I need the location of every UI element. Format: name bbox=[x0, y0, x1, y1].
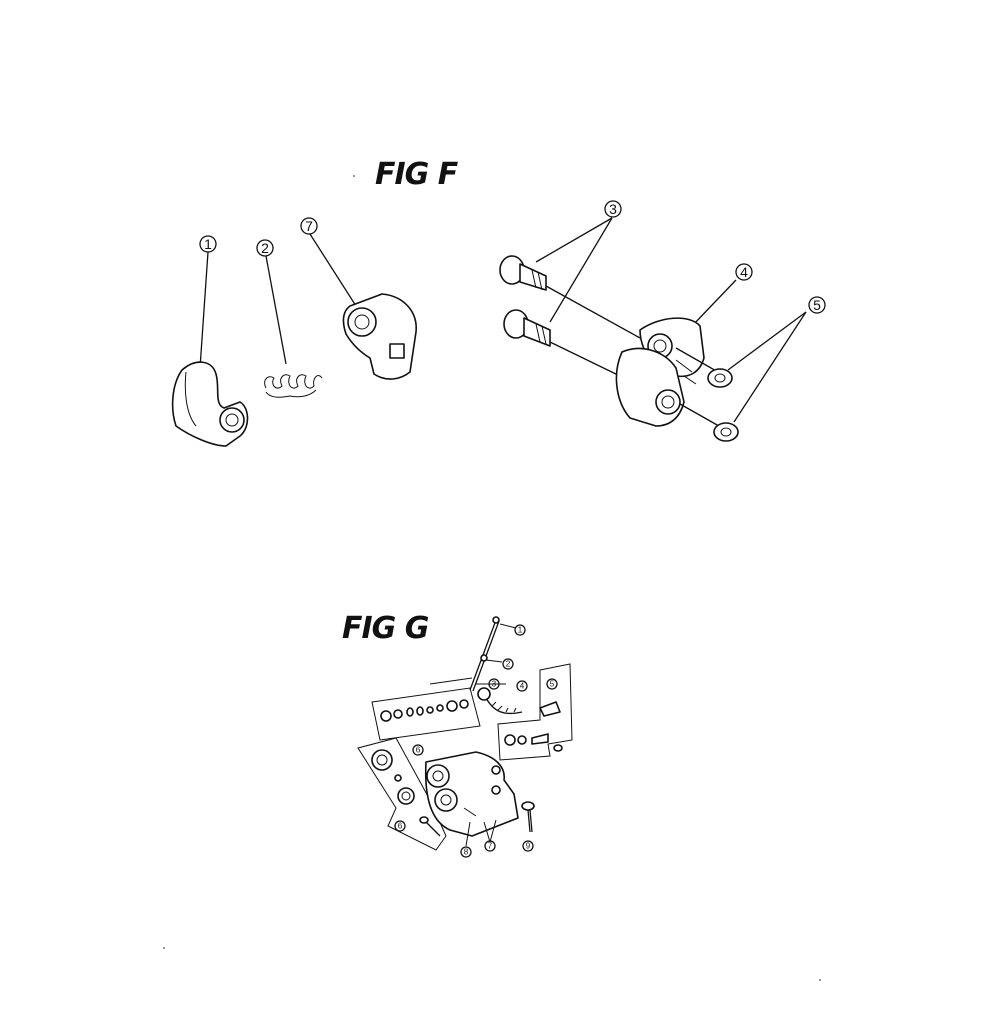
clutch-shoe-part-1 bbox=[171, 251, 249, 447]
right-parts-panel bbox=[497, 663, 573, 761]
svg-text:2: 2 bbox=[261, 240, 269, 256]
left-parts-panel bbox=[357, 737, 447, 851]
svg-text:3: 3 bbox=[609, 201, 617, 217]
carburetor-body bbox=[424, 751, 519, 837]
svg-text:5: 5 bbox=[550, 680, 555, 689]
gasket-kit-panel bbox=[371, 677, 481, 741]
callout-g-5: 5 bbox=[546, 678, 558, 690]
spring-part-2 bbox=[264, 255, 323, 398]
svg-text:6: 6 bbox=[398, 822, 403, 831]
fuel-rod-assembly bbox=[469, 616, 517, 692]
screw-part-9 bbox=[521, 801, 535, 833]
callout-5: 5 bbox=[808, 296, 826, 314]
figure-f: FIG F bbox=[171, 157, 826, 447]
svg-text:7: 7 bbox=[488, 842, 493, 851]
figure-f-title: FIG F bbox=[375, 157, 459, 192]
callout-7: 7 bbox=[300, 217, 318, 235]
svg-text:9: 9 bbox=[526, 842, 531, 851]
callout-g-8: 8 bbox=[460, 846, 472, 858]
callout-g-3: 3 bbox=[488, 678, 500, 690]
svg-text:2: 2 bbox=[506, 660, 511, 669]
svg-text:1: 1 bbox=[204, 236, 212, 252]
callout-g-7: 7 bbox=[484, 840, 496, 852]
callout-2: 2 bbox=[256, 239, 274, 257]
svg-text:6: 6 bbox=[416, 746, 421, 755]
fuel-line-part-4 bbox=[477, 687, 523, 715]
svg-text:5: 5 bbox=[813, 297, 821, 313]
svg-text:1: 1 bbox=[518, 626, 523, 635]
callout-g-6-lower: 6 bbox=[394, 820, 406, 832]
clutch-assembly-part-4 bbox=[615, 279, 737, 431]
shoulder-bolts-part-3 bbox=[499, 217, 641, 377]
callout-g-4: 4 bbox=[516, 680, 528, 692]
figure-g-title: FIG G bbox=[342, 611, 429, 646]
callout-3: 3 bbox=[604, 200, 622, 218]
washers-part-5 bbox=[707, 311, 807, 442]
callout-g-1: 1 bbox=[514, 624, 526, 636]
svg-text:7: 7 bbox=[305, 218, 313, 234]
svg-text:3: 3 bbox=[492, 680, 497, 689]
callout-g-2: 2 bbox=[502, 658, 514, 670]
clutch-shoe-part-7 bbox=[309, 233, 417, 380]
callout-1: 1 bbox=[199, 235, 217, 253]
figure-g: FIG G bbox=[342, 611, 573, 858]
callout-g-9: 9 bbox=[522, 840, 534, 852]
callout-4: 4 bbox=[735, 263, 753, 281]
svg-text:4: 4 bbox=[520, 682, 525, 691]
svg-text:4: 4 bbox=[740, 264, 748, 280]
svg-text:8: 8 bbox=[464, 848, 469, 857]
callout-g-6-upper: 6 bbox=[412, 744, 424, 756]
